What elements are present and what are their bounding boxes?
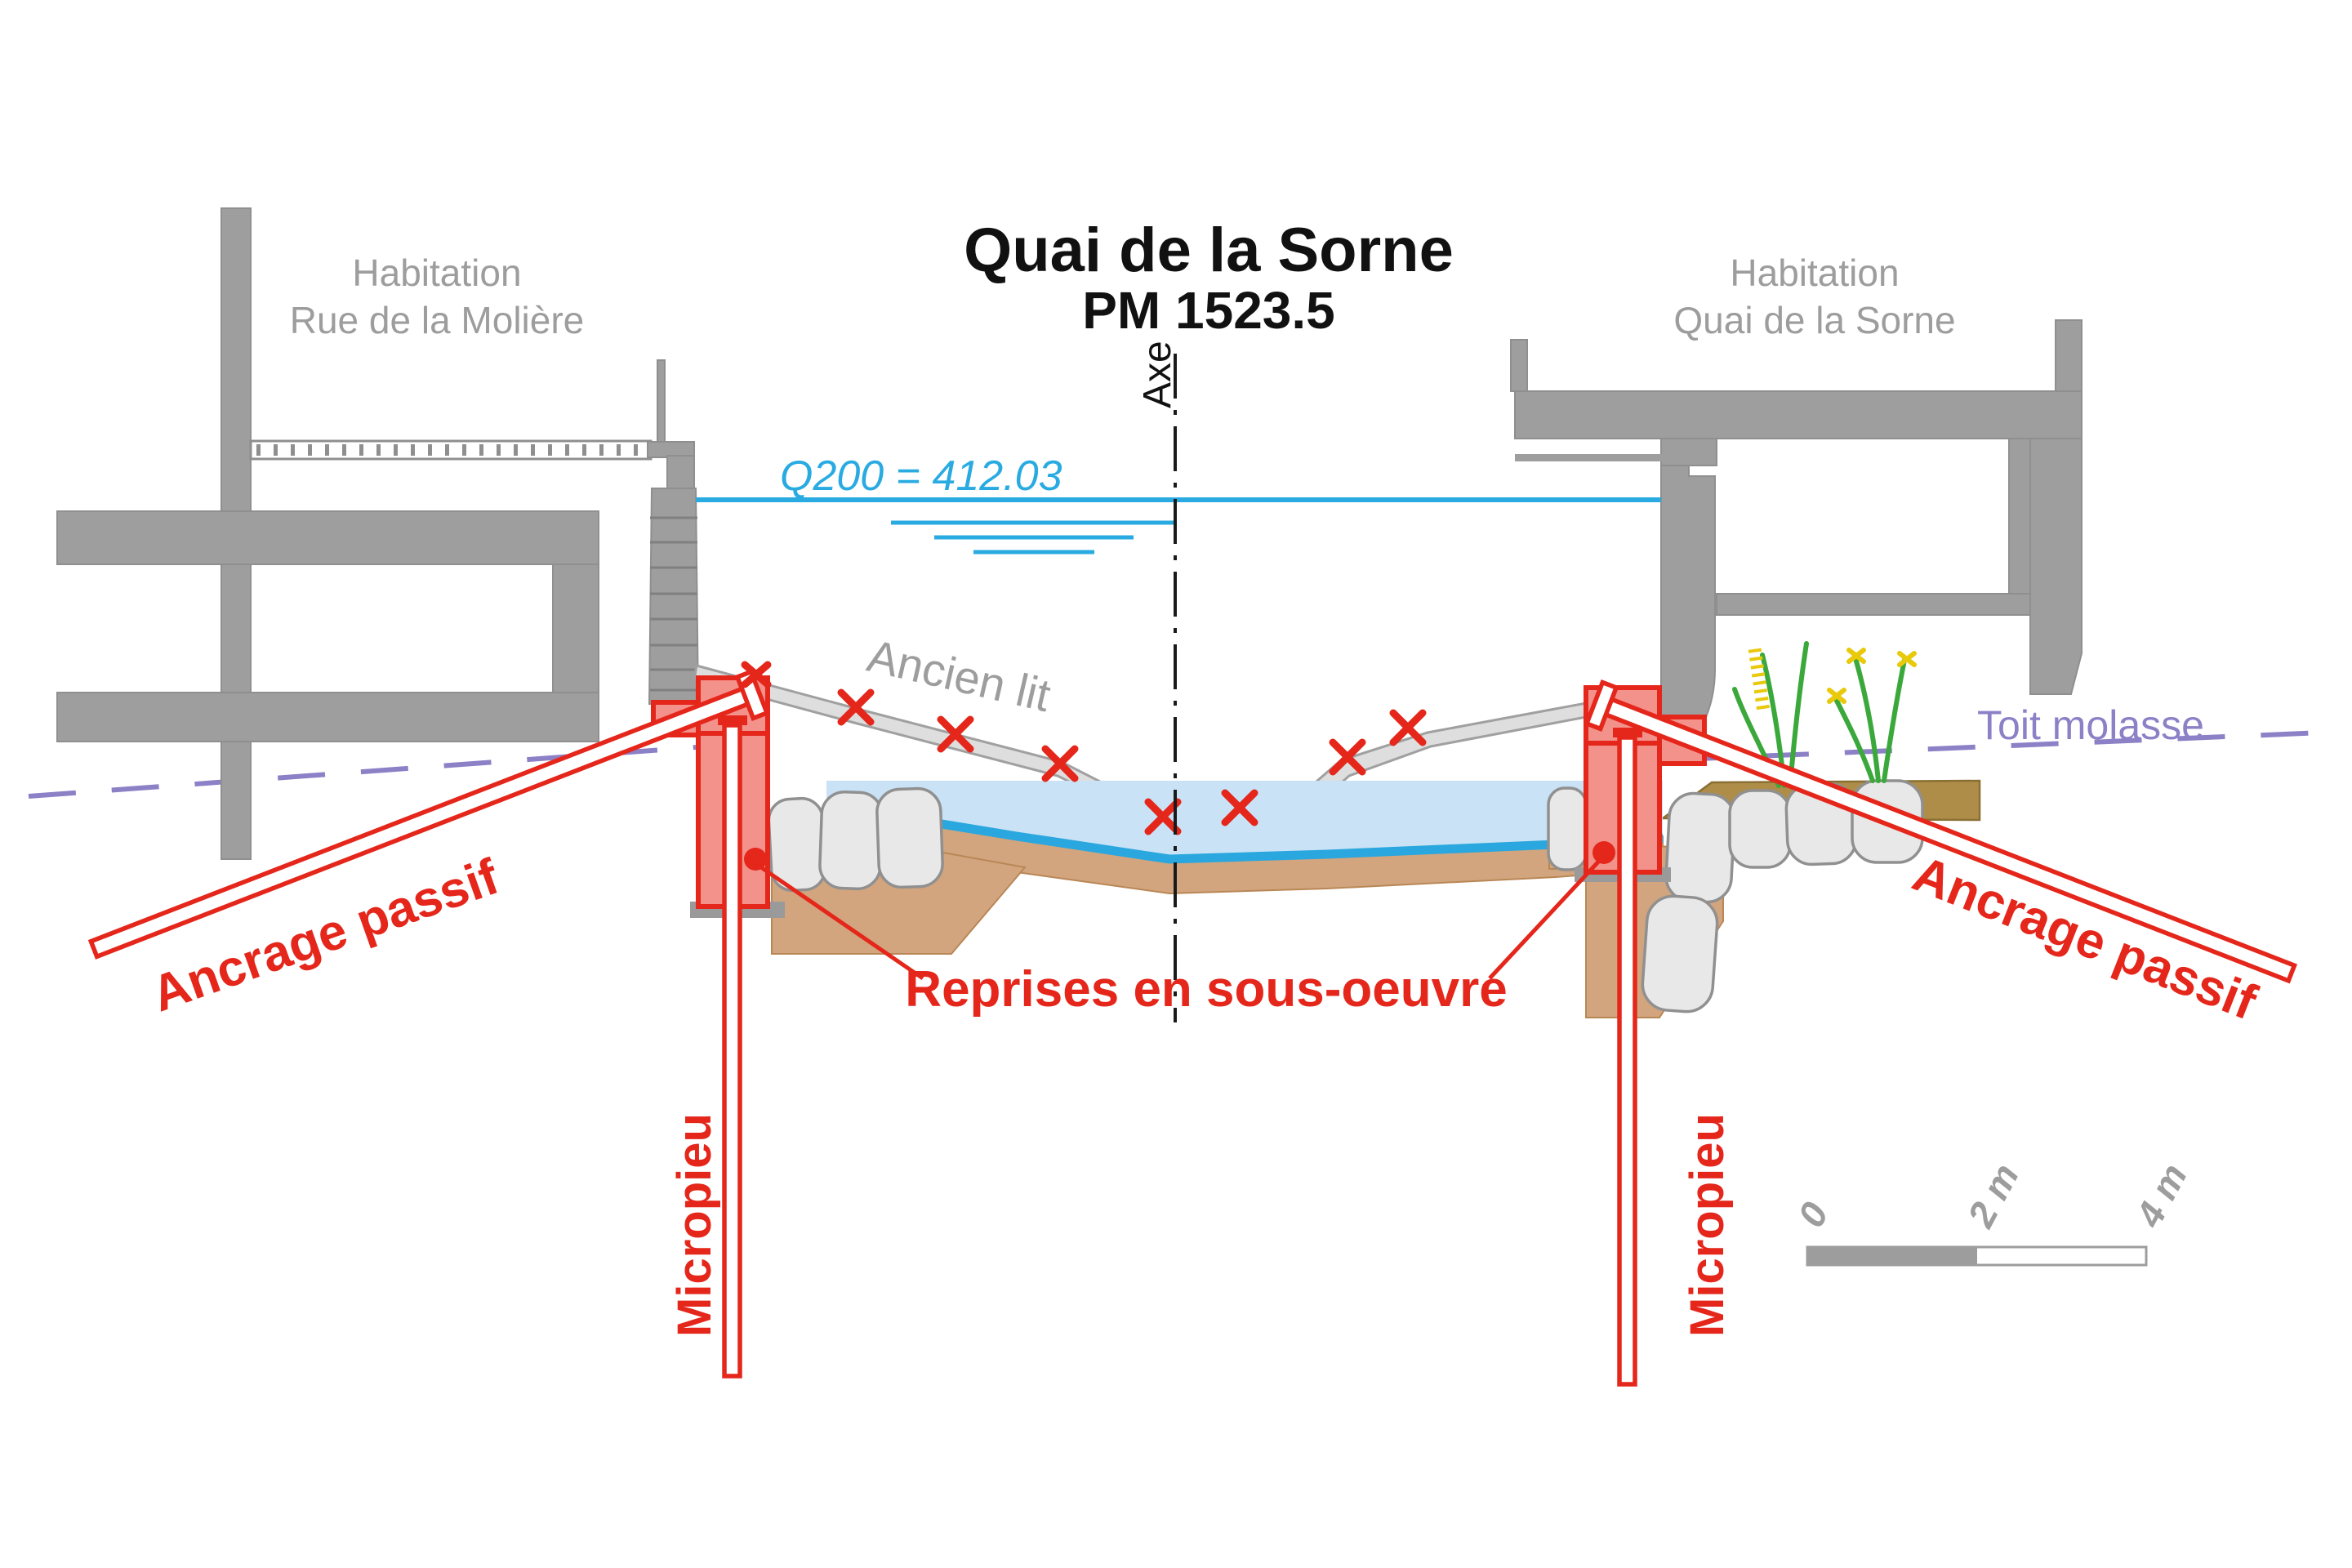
building-left xyxy=(56,207,700,860)
right-leader-line xyxy=(1488,856,1604,980)
reinforcement-works xyxy=(87,661,2298,1387)
left-building-basement-wall xyxy=(552,564,599,693)
micropile-right-cap xyxy=(1613,728,1642,737)
demolition-x-marks xyxy=(741,661,1427,835)
small-flowers xyxy=(1827,648,1917,704)
x-mark xyxy=(1329,738,1366,776)
stone xyxy=(1664,791,1736,904)
right-basement-inner-wall xyxy=(2008,438,2031,616)
right-building-column xyxy=(2055,319,2082,392)
right-basement-slab xyxy=(1716,593,2031,616)
scale-tick-0: 0 xyxy=(1789,1195,1837,1233)
building-left-label-1: Habitation xyxy=(352,252,521,294)
stone xyxy=(1641,894,1719,1013)
anchor-left-label: Ancrage passif xyxy=(145,849,506,1023)
micropile-right xyxy=(1617,735,1637,1387)
micropile-left-label: Micropieu xyxy=(668,1113,721,1337)
stone xyxy=(875,786,944,889)
right-building-stub-wall xyxy=(1510,339,1528,392)
left-building-basement-slab xyxy=(56,692,599,742)
axis: Axe xyxy=(1136,341,1179,1022)
right-ledge-line xyxy=(1515,454,1662,461)
x-mark xyxy=(837,688,875,726)
stone xyxy=(1728,789,1792,869)
scale-tick-4m: 4 m xyxy=(2127,1156,2195,1234)
building-right-label-1: Habitation xyxy=(1730,252,1899,294)
old-riverbed-label: Ancien lit xyxy=(863,630,1056,722)
axis-label: Axe xyxy=(1136,341,1179,408)
right-building-floor-slab xyxy=(1514,390,2082,439)
low-water-surface xyxy=(826,781,1663,858)
x-mark xyxy=(1221,789,1258,826)
right-outer-wall xyxy=(2029,438,2082,695)
scale-bar: 0 2 m 4 m xyxy=(1789,1156,2195,1267)
molasse-dash-left xyxy=(28,745,697,799)
underpinning-label: Reprises en sous-oeuvre xyxy=(905,961,1507,1018)
quay-wall-left-steps xyxy=(648,488,700,705)
railing-post xyxy=(657,359,666,444)
scale-tick-2m: 2 m xyxy=(1958,1156,2027,1234)
quay-wall-right xyxy=(1660,465,1716,724)
scale-bar-filled-half xyxy=(1807,1247,1977,1265)
quay-step-top xyxy=(666,455,695,489)
diagram-title: Quai de la Sorne xyxy=(964,216,1454,285)
building-right xyxy=(1510,319,2082,724)
right-step-block xyxy=(1660,438,1717,466)
x-mark xyxy=(937,715,974,753)
flood-level: Q200 = 412.03 xyxy=(696,452,1661,555)
riprap-stones xyxy=(767,779,1924,1013)
water-ripple-symbol xyxy=(891,520,1176,555)
building-right-label-2: Quai de la Sorne xyxy=(1673,299,1955,341)
diagram-subtitle: PM 1523.5 xyxy=(1082,281,1335,340)
micropile-left-cap xyxy=(718,715,747,725)
x-mark xyxy=(1144,798,1182,835)
x-mark xyxy=(1041,745,1079,782)
left-building-floor-beam xyxy=(56,510,599,565)
molasse-top-line xyxy=(28,730,2324,799)
right-leader-dot xyxy=(1592,841,1615,864)
x-mark xyxy=(741,661,772,688)
quay-step-seams xyxy=(650,516,697,692)
micropile-left xyxy=(722,723,742,1379)
flower-spike xyxy=(1748,644,1770,710)
stone xyxy=(1547,786,1588,871)
molasse-label: Toit molasse xyxy=(1977,702,2204,748)
left-leader-dot xyxy=(744,848,767,871)
passive-anchor-right-head xyxy=(1584,679,1619,732)
x-mark xyxy=(1389,709,1427,746)
micropile-right-label: Micropieu xyxy=(1681,1113,1734,1337)
building-left-label-2: Rue de la Molière xyxy=(290,299,585,341)
left-leader-line xyxy=(755,862,924,981)
stone xyxy=(818,790,884,891)
flood-level-label: Q200 = 412.03 xyxy=(780,452,1062,500)
molasse-dash-right xyxy=(1677,730,2324,762)
